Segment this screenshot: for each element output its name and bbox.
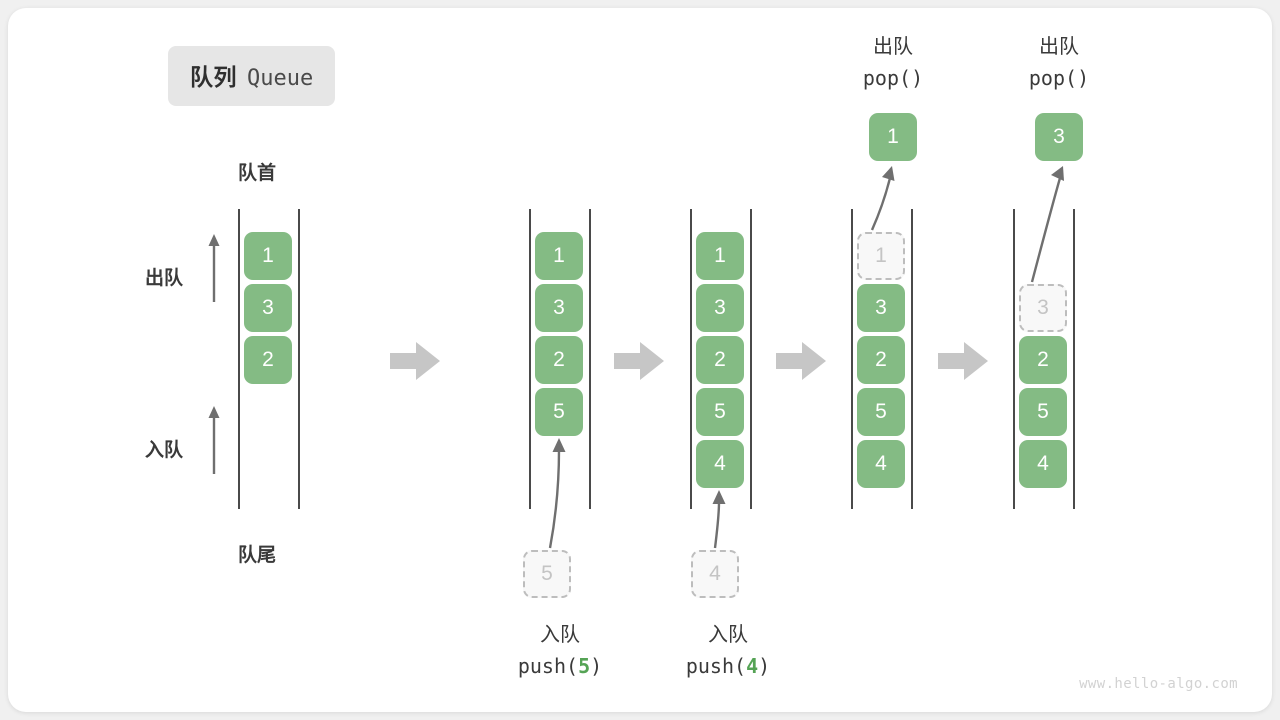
step-separator-arrow — [390, 342, 440, 380]
queue-cell: 2 — [857, 336, 905, 384]
dequeue-direction-arrow — [208, 234, 220, 302]
queue-cell: 5 — [857, 388, 905, 436]
title-english: Queue — [247, 66, 314, 91]
ghost-cell: 1 — [857, 232, 905, 280]
queue-cell: 3 — [244, 284, 292, 332]
caption-cn: 入队 — [540, 624, 580, 646]
queue-cell: 4 — [1019, 440, 1067, 488]
queue-cell: 5 — [1019, 388, 1067, 436]
ghost-cell: 5 — [523, 550, 571, 598]
caption-cn: 出队 — [873, 36, 913, 58]
step-caption-pop1: 出队 pop() — [838, 32, 948, 94]
step-separator-arrow — [614, 342, 664, 380]
push-motion-arrow — [548, 438, 566, 549]
rail-left-step5 — [1013, 209, 1015, 509]
queue-cell-new: 5 — [535, 388, 583, 436]
queue-head-label: 队首 — [238, 163, 277, 184]
caption-op: push(4) — [685, 654, 771, 678]
queue-cell: 2 — [244, 336, 292, 384]
pop-motion-arrow — [1030, 166, 1064, 283]
popped-cell: 3 — [1035, 113, 1083, 161]
step-caption-pop3: 出队 pop() — [1004, 32, 1114, 94]
queue-cell: 3 — [696, 284, 744, 332]
caption-op: push(5) — [517, 654, 603, 678]
queue-cell: 3 — [857, 284, 905, 332]
step-caption-push4: 入队 push(4) — [678, 620, 778, 682]
step-separator-arrow — [776, 342, 826, 380]
popped-cell: 1 — [869, 113, 917, 161]
rail-right-step3 — [750, 209, 752, 509]
queue-cell: 2 — [696, 336, 744, 384]
caption-cn: 入队 — [708, 624, 748, 646]
queue-cell: 2 — [535, 336, 583, 384]
queue-cell: 3 — [535, 284, 583, 332]
step-caption-push5: 入队 push(5) — [510, 620, 610, 682]
queue-cell: 2 — [1019, 336, 1067, 384]
title-badge: 队列 Queue — [168, 46, 336, 106]
queue-cell: 1 — [696, 232, 744, 280]
caption-cn: 出队 — [1039, 36, 1079, 58]
queue-cell: 1 — [244, 232, 292, 280]
rail-right-step5 — [1073, 209, 1075, 509]
push-motion-arrow — [712, 490, 726, 549]
queue-cell: 5 — [696, 388, 744, 436]
rail-left-step4 — [851, 209, 853, 509]
rail-right-step4 — [911, 209, 913, 509]
rail-left-step2 — [529, 209, 531, 509]
queue-tail-label: 队尾 — [238, 545, 277, 566]
dequeue-label: 出队 — [145, 268, 184, 289]
caption-op: pop() — [1028, 66, 1090, 90]
rail-left-step1 — [238, 209, 240, 509]
queue-cell: 4 — [857, 440, 905, 488]
enqueue-label: 入队 — [145, 440, 184, 461]
step-separator-arrow — [938, 342, 988, 380]
rail-right-step2 — [589, 209, 591, 509]
queue-cell-new: 4 — [696, 440, 744, 488]
ghost-cell: 4 — [691, 550, 739, 598]
watermark: www.hello-algo.com — [1079, 676, 1238, 692]
queue-cell: 1 — [535, 232, 583, 280]
pop-motion-arrow — [870, 166, 895, 231]
caption-op: pop() — [862, 66, 924, 90]
title-chinese: 队列 — [190, 64, 237, 90]
enqueue-direction-arrow — [208, 406, 220, 474]
rail-left-step3 — [690, 209, 692, 509]
ghost-cell: 3 — [1019, 284, 1067, 332]
rail-right-step1 — [298, 209, 300, 509]
